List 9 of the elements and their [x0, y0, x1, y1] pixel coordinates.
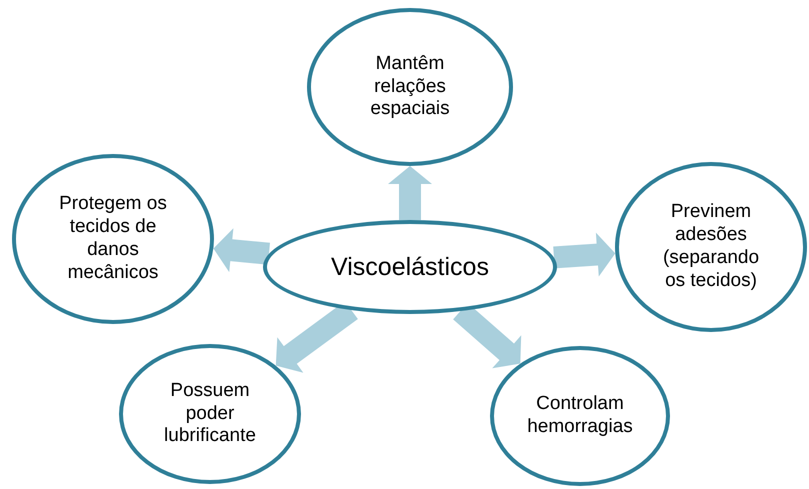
block-arrow	[213, 228, 270, 272]
node-text: Possuem poder lubrificante	[163, 380, 257, 448]
block-arrow	[388, 166, 432, 220]
node-text: Previnem adesões (separando os tecidos)	[662, 201, 760, 293]
node-text: Controlam hemorragias	[526, 393, 634, 439]
node-text: Viscoelásticos	[330, 252, 490, 282]
node-text: Mantêm relações espaciais	[369, 52, 451, 122]
node-text: Protegem os tecidos de danos mecânicos	[58, 193, 168, 285]
block-arrow	[553, 232, 616, 276]
